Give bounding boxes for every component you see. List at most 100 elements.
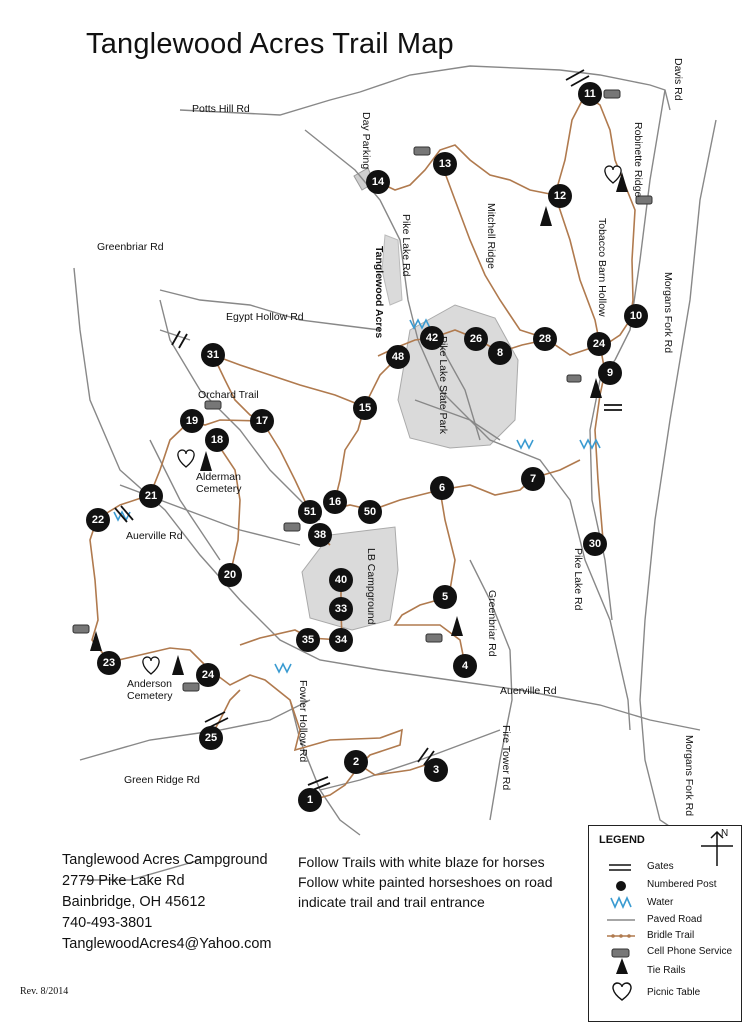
post-16: 16 xyxy=(323,490,347,514)
post-25: 25 xyxy=(199,726,223,750)
campground-contact: Tanglewood Acres Campground 2779 Pike La… xyxy=(62,850,272,955)
picnic-table-markers xyxy=(142,165,622,675)
campground-email: TanglewoodAcres4@Yahoo.com xyxy=(62,936,272,952)
bridle-trail-icon xyxy=(607,934,635,938)
bridle-trail-network xyxy=(89,94,636,801)
campground-phone: 740-493-3801 xyxy=(62,915,153,931)
label-morgans-fork-rd-bottom: Morgans Fork Rd xyxy=(683,735,695,817)
label-lb-campground: LB Campground xyxy=(365,548,377,625)
post-23: 23 xyxy=(97,651,121,675)
paved-road-icon xyxy=(607,919,635,921)
numbered-post-icon xyxy=(616,881,626,891)
water-markers xyxy=(113,318,601,674)
post-3: 3 xyxy=(424,758,448,782)
label-morgans-fork-rd-top: Morgans Fork Rd xyxy=(662,272,674,354)
post-35: 35 xyxy=(296,628,320,652)
cell-phone-icon xyxy=(611,948,630,958)
note-line-1: Follow Trails with white blaze for horse… xyxy=(298,854,545,870)
post-24-south: 24 xyxy=(196,663,220,687)
legend-cell-service: Cell Phone Service xyxy=(647,946,733,957)
post-48: 48 xyxy=(386,345,410,369)
post-42: 42 xyxy=(420,326,444,350)
label-fowler-hollow-rd: Fowler Hollow Rd xyxy=(297,680,309,763)
label-auerville-rd-left: Auerville Rd xyxy=(126,530,183,542)
trail-notes: Follow Trails with white blaze for horse… xyxy=(298,852,553,912)
water-icon xyxy=(610,896,632,909)
tie-rail-markers xyxy=(90,172,628,675)
note-line-3: indicate trail and trail entrance xyxy=(298,894,485,910)
label-pike-lake-rd-bottom: Pike Lake Rd xyxy=(572,548,584,611)
label-auerville-rd-bottom: Auerville Rd xyxy=(500,685,557,697)
post-30: 30 xyxy=(583,532,607,556)
label-green-ridge-rd: Green Ridge Rd xyxy=(124,774,200,786)
post-10: 10 xyxy=(624,304,648,328)
label-greenbriar-rd-top: Greenbriar Rd xyxy=(97,241,164,253)
post-21: 21 xyxy=(139,484,163,508)
map-title: Tanglewood Acres Trail Map xyxy=(86,28,454,60)
legend-gates: Gates xyxy=(647,861,674,872)
post-7: 7 xyxy=(521,467,545,491)
campground-street: 2779 Pike Lake Rd xyxy=(62,873,185,889)
campground-city: Bainbridge, OH 45612 xyxy=(62,894,206,910)
post-28: 28 xyxy=(533,327,557,351)
label-egypt-hollow-rd: Egypt Hollow Rd xyxy=(226,311,304,323)
post-38: 38 xyxy=(308,523,332,547)
legend-tie-rails: Tie Rails xyxy=(647,965,686,976)
post-15: 15 xyxy=(353,396,377,420)
post-8: 8 xyxy=(488,341,512,365)
legend-title: LEGEND xyxy=(599,834,645,846)
legend-water: Water xyxy=(647,897,674,908)
legend-paved-road: Paved Road xyxy=(647,914,703,925)
post-2: 2 xyxy=(344,750,368,774)
post-19: 19 xyxy=(180,409,204,433)
legend-picnic-table: Picnic Table xyxy=(647,987,701,998)
picnic-table-icon xyxy=(612,982,632,1001)
label-tobacco-barn-hollow: Tobacco Barn Hollow xyxy=(596,218,608,317)
post-31: 31 xyxy=(201,343,225,367)
label-mitchell-ridge: Mitchell Ridge xyxy=(485,203,497,269)
post-34: 34 xyxy=(329,628,353,652)
post-14: 14 xyxy=(366,170,390,194)
label-tanglewood-acres: Tanglewood Acres xyxy=(373,246,385,339)
post-6: 6 xyxy=(430,476,454,500)
post-40: 40 xyxy=(329,568,353,592)
gate-icon xyxy=(609,864,631,871)
gate-markers xyxy=(114,69,622,792)
legend-post: Numbered Post xyxy=(647,879,717,890)
tanglewood-acres-area xyxy=(381,234,403,306)
post-4: 4 xyxy=(453,654,477,678)
campground-name: Tanglewood Acres Campground xyxy=(62,852,268,868)
north-label: N xyxy=(721,828,729,839)
post-51: 51 xyxy=(298,500,322,524)
post-24-north: 24 xyxy=(587,332,611,356)
tie-rail-icon xyxy=(616,958,628,974)
label-robinette-ridge: Robinette Ridge xyxy=(632,122,644,198)
post-12: 12 xyxy=(548,184,572,208)
post-5: 5 xyxy=(433,585,457,609)
north-arrow-icon xyxy=(701,830,733,866)
label-pike-lake-rd-top: Pike Lake Rd xyxy=(400,214,412,277)
post-50: 50 xyxy=(358,500,382,524)
label-fire-tower-rd: Fire Tower Rd xyxy=(500,725,512,791)
post-20: 20 xyxy=(218,563,242,587)
post-18: 18 xyxy=(205,428,229,452)
post-26: 26 xyxy=(464,327,488,351)
map-legend: LEGEND N Gates Numbered Post Water Paved… xyxy=(588,825,742,1022)
label-greenbriar-rd-mid: Greenbriar Rd xyxy=(486,590,498,657)
label-alderman-cemetery: Alderman Cemetery xyxy=(196,471,242,495)
legend-bridle-trail: Bridle Trail xyxy=(647,930,695,941)
post-11: 11 xyxy=(578,82,602,106)
post-1: 1 xyxy=(298,788,322,812)
cell-service-markers xyxy=(72,89,653,692)
label-orchard-trail: Orchard Trail xyxy=(198,389,259,401)
post-13: 13 xyxy=(433,152,457,176)
label-pike-lake-state-park: Pike Lake State Park xyxy=(437,336,449,435)
label-davis-rd: Davis Rd xyxy=(672,58,684,101)
post-17: 17 xyxy=(250,409,274,433)
label-potts-hill-rd: Potts Hill Rd xyxy=(192,103,250,115)
note-line-2: Follow white painted horseshoes on road xyxy=(298,874,553,890)
revision-date: Rev. 8/2014 xyxy=(20,986,69,997)
label-anderson-cemetery: Anderson Cemetery xyxy=(127,678,173,702)
post-9: 9 xyxy=(598,361,622,385)
post-33: 33 xyxy=(329,597,353,621)
